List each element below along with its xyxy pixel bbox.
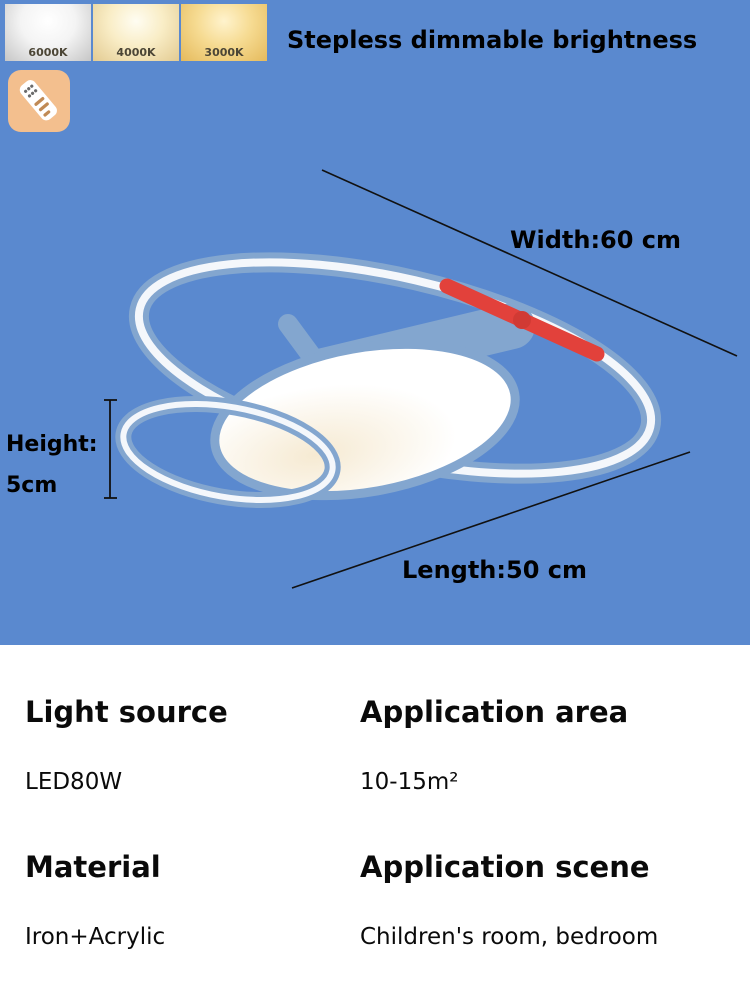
spec-light-source: Light source LED80W bbox=[25, 695, 228, 795]
height-label-word: Height: bbox=[6, 432, 98, 457]
spec-heading: Material bbox=[25, 850, 161, 884]
swatch-4000k-label: 4000K bbox=[116, 46, 156, 59]
main-light-panel bbox=[210, 339, 520, 501]
swatch-4000k: 4000K bbox=[93, 4, 179, 61]
spec-value: Children's room, bedroom bbox=[360, 924, 659, 950]
length-dimension-label: Length:50 cm bbox=[402, 556, 587, 584]
spec-material: Material Iron+Acrylic bbox=[25, 850, 165, 950]
length-dimension-line bbox=[291, 451, 691, 589]
height-dimension-line bbox=[104, 399, 117, 499]
swatch-3000k: 3000K bbox=[181, 4, 267, 61]
spec-value: 10-15m² bbox=[360, 769, 459, 795]
front-wing-ring bbox=[115, 396, 341, 508]
height-label-value: 5cm bbox=[6, 473, 58, 498]
spec-application-scene: Application scene Children's room, bedro… bbox=[360, 850, 658, 950]
color-temperature-swatches: 6000K 4000K 3000K bbox=[5, 4, 267, 61]
spec-value: Iron+Acrylic bbox=[25, 924, 166, 950]
width-dimension-line bbox=[321, 169, 738, 357]
spec-value: LED80W bbox=[25, 769, 123, 795]
specs-panel: Light source LED80W Application area 10-… bbox=[0, 645, 750, 1000]
propeller bbox=[439, 278, 605, 362]
swatch-3000k-label: 3000K bbox=[204, 46, 244, 59]
spec-heading: Light source bbox=[25, 695, 228, 729]
spec-heading: Application scene bbox=[360, 850, 650, 884]
remote-control-icon bbox=[8, 70, 70, 132]
remote-control-glyph bbox=[19, 80, 57, 121]
height-dimension-label: Height: 5cm bbox=[6, 424, 98, 506]
swatch-6000k-label: 6000K bbox=[28, 46, 68, 59]
page-title: Stepless dimmable brightness bbox=[287, 26, 698, 54]
width-dimension-label: Width:60 cm bbox=[510, 226, 682, 254]
spec-heading: Application area bbox=[360, 695, 629, 729]
spec-application-area: Application area 10-15m² bbox=[360, 695, 628, 795]
swatch-6000k: 6000K bbox=[5, 4, 91, 61]
